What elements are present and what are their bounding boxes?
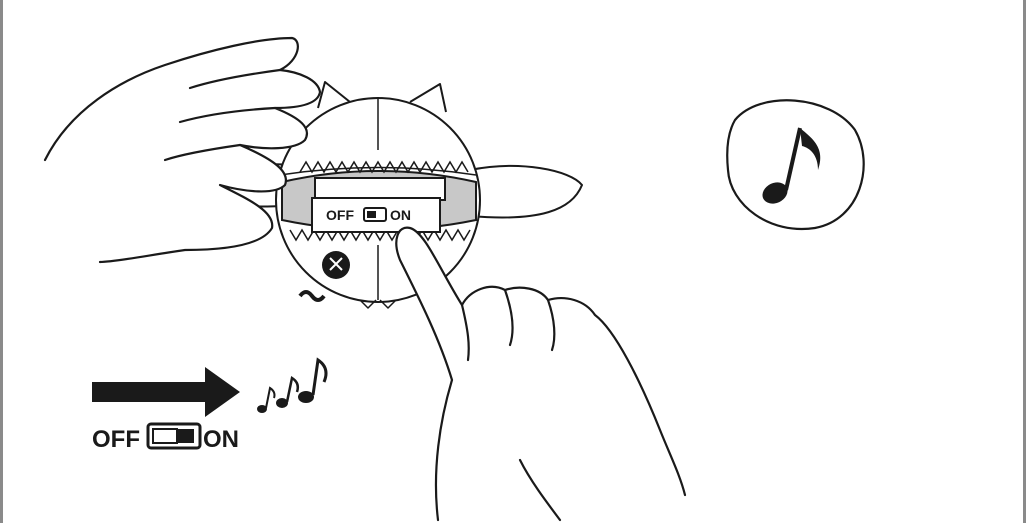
direction-arrow-icon [92, 367, 240, 417]
toy-switch[interactable]: OFF ON [326, 207, 411, 223]
sound-badge-icon [298, 251, 350, 302]
music-note-bubble [726, 99, 865, 231]
toy-right-wing [469, 165, 583, 219]
left-frame-border [0, 0, 3, 523]
legend-off-label: OFF [92, 426, 140, 453]
slide-switch-icon [363, 207, 387, 222]
right-frame-border [1023, 0, 1026, 523]
music-note-icon [762, 127, 821, 204]
zigzag-trim-bottom [289, 228, 471, 242]
slide-switch-icon [146, 422, 202, 450]
battery-compartment [281, 160, 477, 242]
toy-feet [359, 299, 397, 309]
legend-switch: OFF ON [92, 422, 239, 453]
toy-left-ear [317, 81, 351, 109]
toy-switch-off-label: OFF [326, 207, 354, 223]
right-hand [395, 226, 687, 522]
legend-on-label: ON [203, 426, 239, 453]
toy-right-ear [409, 83, 447, 113]
toy-switch-on-label: ON [390, 207, 411, 223]
legend: OFF ON [92, 357, 328, 453]
zigzag-trim-top [299, 160, 469, 174]
music-notes-icon [257, 357, 328, 413]
left-hand [43, 36, 322, 264]
